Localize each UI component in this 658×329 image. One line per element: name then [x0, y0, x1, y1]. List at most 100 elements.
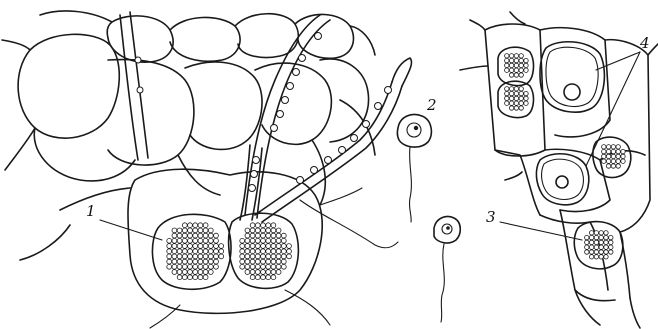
spore: [509, 73, 513, 77]
spore: [609, 245, 613, 249]
spore: [271, 233, 276, 238]
spore: [505, 87, 509, 91]
spore: [188, 264, 193, 269]
spore: [261, 223, 266, 228]
spore: [585, 250, 589, 254]
spore: [198, 264, 203, 269]
spore: [524, 96, 528, 100]
spore: [208, 270, 213, 275]
spore: [519, 96, 523, 100]
spore: [505, 58, 509, 62]
spore: [514, 106, 518, 110]
spore: [245, 249, 250, 254]
spore: [177, 233, 182, 238]
spore: [198, 249, 203, 254]
spore: [167, 259, 172, 264]
spore: [281, 254, 286, 259]
spore: [214, 259, 219, 264]
spore: [240, 249, 245, 254]
spore: [188, 233, 193, 238]
spore: [261, 249, 266, 254]
spore: [271, 259, 276, 264]
spore: [509, 63, 513, 67]
spore: [602, 145, 606, 149]
spore: [599, 245, 603, 249]
spore: [519, 106, 523, 110]
spore: [188, 275, 193, 280]
sporangium-right: [240, 223, 292, 280]
spore: [177, 259, 182, 264]
spore: [505, 63, 509, 67]
spore: [281, 264, 286, 269]
spore: [281, 249, 286, 254]
spore: [255, 270, 260, 275]
spore: [198, 223, 203, 228]
spore: [203, 238, 208, 243]
spore: [255, 244, 260, 249]
spore: [193, 223, 198, 228]
spore: [589, 235, 593, 239]
spore: [203, 228, 208, 233]
spore: [172, 254, 177, 259]
spore: [609, 240, 613, 244]
spore: [505, 91, 509, 95]
spore: [193, 270, 198, 275]
spore: [177, 249, 182, 254]
spore: [172, 270, 177, 275]
spore: [276, 233, 281, 238]
spore: [255, 238, 260, 243]
spore: [585, 240, 589, 244]
spore: [514, 87, 518, 91]
spore: [250, 228, 255, 233]
spore: [594, 235, 598, 239]
spore: [519, 101, 523, 105]
spore: [514, 54, 518, 58]
spore: [266, 264, 271, 269]
leader-line-1: [100, 220, 162, 240]
spore: [599, 240, 603, 244]
spore: [198, 233, 203, 238]
spore: [271, 275, 276, 280]
spore: [281, 244, 286, 249]
spore: [167, 264, 172, 269]
spore: [519, 68, 523, 72]
spore: [585, 245, 589, 249]
spore: [604, 240, 608, 244]
spore: [203, 223, 208, 228]
spore: [193, 228, 198, 233]
spore: [505, 68, 509, 72]
spore: [172, 233, 177, 238]
spore: [589, 255, 593, 259]
cyst-upper: [505, 54, 529, 78]
spore: [519, 58, 523, 62]
spore: [198, 275, 203, 280]
spore: [606, 154, 610, 158]
spore: [198, 270, 203, 275]
spore: [524, 101, 528, 105]
spore: [203, 233, 208, 238]
spore: [287, 254, 292, 259]
spore: [276, 259, 281, 264]
spore: [589, 231, 593, 235]
spore: [276, 228, 281, 233]
spore: [177, 254, 182, 259]
spore: [193, 275, 198, 280]
spore: [589, 250, 593, 254]
spore: [193, 254, 198, 259]
spore: [255, 254, 260, 259]
spore: [214, 249, 219, 254]
spore: [182, 254, 187, 259]
spore: [266, 238, 271, 243]
spore: [208, 238, 213, 243]
spore: [182, 238, 187, 243]
spore: [250, 238, 255, 243]
spore: [524, 91, 528, 95]
spore: [599, 231, 603, 235]
spore: [182, 228, 187, 233]
spore: [177, 275, 182, 280]
spore: [255, 249, 260, 254]
spore: [177, 238, 182, 243]
spore: [594, 231, 598, 235]
zoospores: 2: [397, 96, 460, 322]
